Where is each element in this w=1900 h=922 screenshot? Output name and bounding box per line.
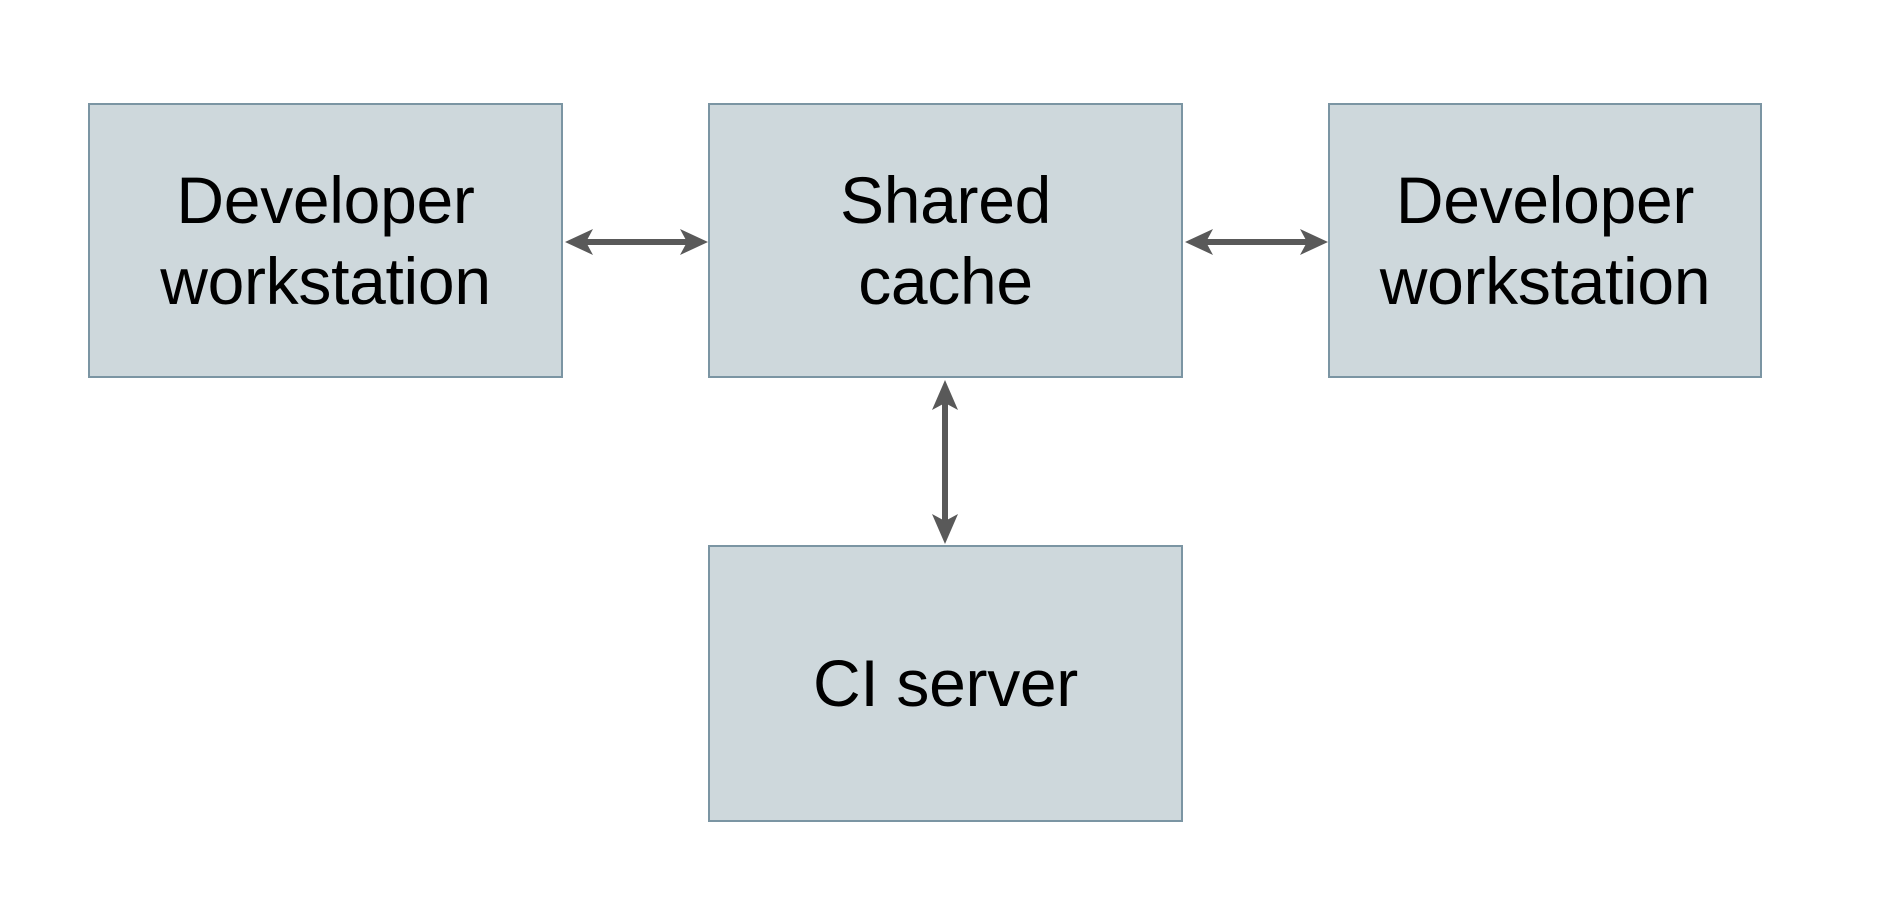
node-label: Developer workstation (1379, 162, 1711, 318)
node-ci-server[interactable]: CI server (708, 545, 1183, 822)
node-label: CI server (812, 646, 1078, 721)
edge-dev-left-to-shared-cache[interactable] (563, 212, 710, 272)
node-shared-cache[interactable]: Shared cache (708, 103, 1183, 378)
double-arrow-vertical-icon (932, 380, 958, 544)
double-arrow-horizontal-icon (565, 229, 708, 255)
double-arrow-horizontal-icon (1185, 229, 1328, 255)
edge-shared-cache-to-dev-right[interactable] (1183, 212, 1330, 272)
node-developer-workstation-left[interactable]: Developer workstation (88, 103, 563, 378)
node-label: Shared cache (839, 162, 1052, 318)
edge-shared-cache-to-ci-server[interactable] (915, 378, 975, 546)
node-developer-workstation-right[interactable]: Developer workstation (1328, 103, 1762, 378)
node-label: Developer workstation (160, 162, 491, 318)
